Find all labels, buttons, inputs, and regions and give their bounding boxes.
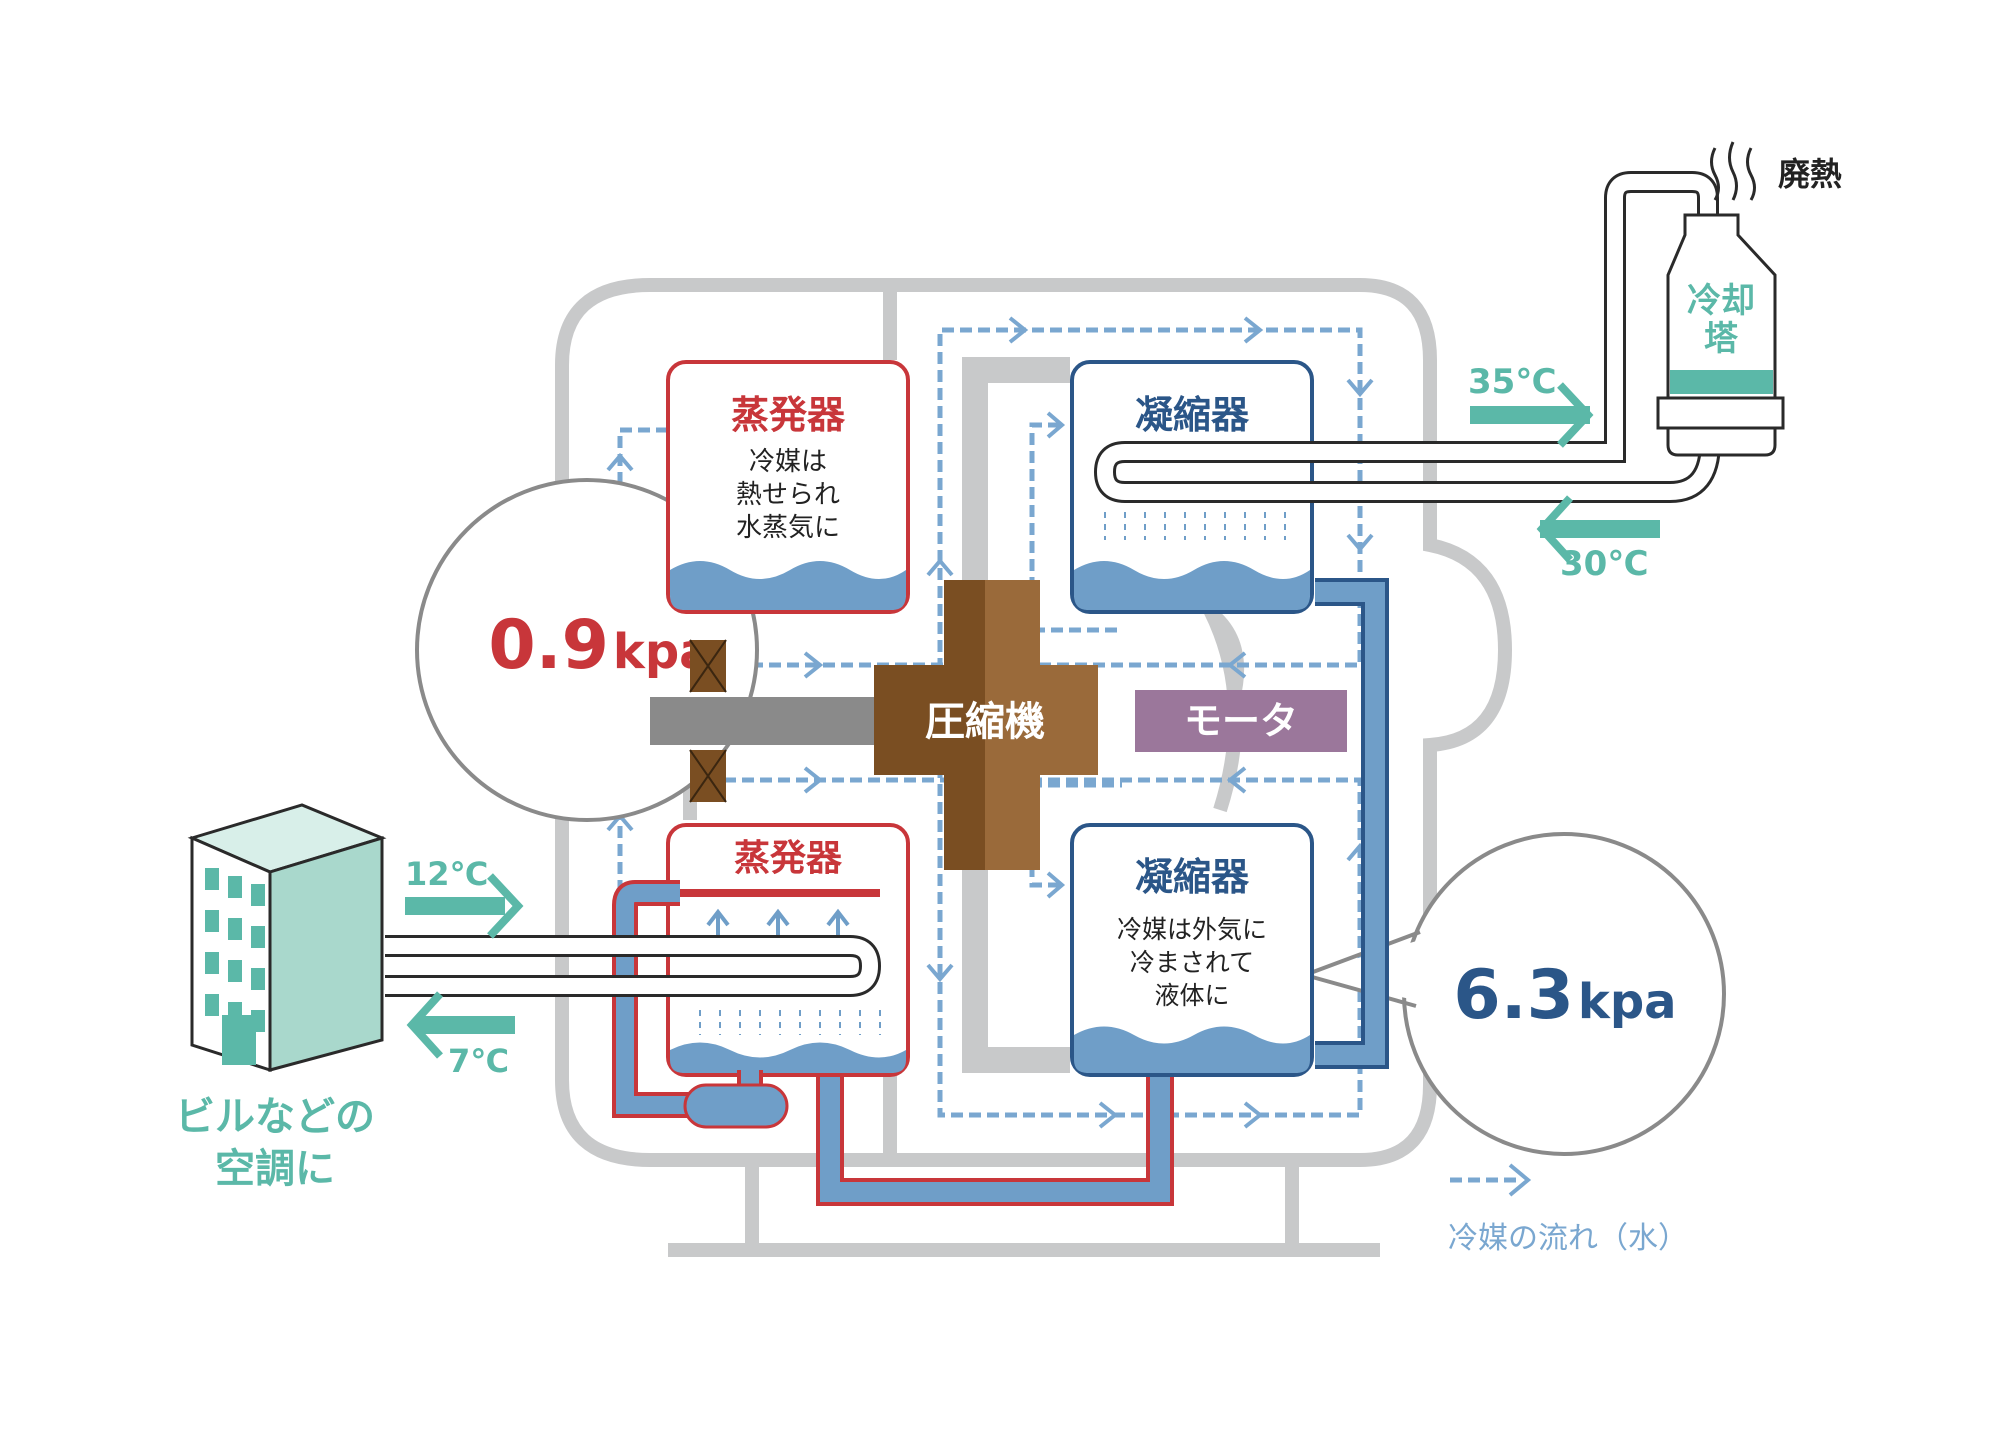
evaporator-top-desc1: 冷媒は <box>749 447 827 477</box>
evaporator-top-desc3: 水蒸気に <box>736 513 840 543</box>
temp-arrow-tower-in: 30℃ <box>1536 495 1660 584</box>
shaft <box>650 639 910 803</box>
motor: モータ <box>1135 690 1347 752</box>
compressor: 圧縮機 <box>874 580 1098 870</box>
motor-label: モータ <box>1184 699 1298 743</box>
condenser-bottom-desc3: 液体に <box>1154 981 1229 1010</box>
building-icon <box>187 803 387 1073</box>
temp-building-out: 12℃ <box>405 855 488 893</box>
compressor-label: 圧縮機 <box>925 699 1045 745</box>
temp-arrow-tower-out: 35℃ <box>1468 362 1594 448</box>
flow-arrowheads <box>606 316 1374 1129</box>
legend: 冷媒の流れ（水） <box>1448 1163 1688 1256</box>
cooling-tower-label1: 冷却 <box>1687 281 1755 321</box>
evaporator-top-title: 蒸発器 <box>731 393 846 437</box>
building-label-1: ビルなどの <box>175 1094 375 1140</box>
temp-arrow-building-out: 12℃ <box>405 855 524 939</box>
spray-nozzles <box>706 908 850 935</box>
return-pipe <box>816 1075 1174 1206</box>
cooling-tower: 冷却 塔 <box>1656 213 1785 457</box>
steam-icon <box>1710 141 1756 201</box>
exhaust-heat-label: 廃熱 <box>1778 155 1842 193</box>
chilled-water-loop <box>385 935 882 997</box>
evaporator-bottom-title: 蒸発器 <box>734 838 843 879</box>
pressure-high-unit: kpa <box>1578 974 1677 1030</box>
legend-label: 冷媒の流れ（水） <box>1448 1221 1688 1256</box>
support-legs <box>668 1160 1380 1257</box>
pump <box>683 1083 789 1129</box>
svg-text:0.9kpa: 0.9kpa <box>488 606 711 685</box>
cooling-water-loop <box>1093 171 1721 503</box>
condenser-top-title: 凝縮器 <box>1135 393 1250 437</box>
condenser-bottom-desc2: 冷まされて <box>1130 948 1254 977</box>
temp-tower-in: 30℃ <box>1560 544 1649 584</box>
condenser-bottom-title: 凝縮器 <box>1135 855 1250 899</box>
condensate-pipe <box>1315 578 1389 1069</box>
evaporator-top-desc2: 熱せられ <box>736 480 840 510</box>
pressure-high-value: 6.3 <box>1453 956 1573 1035</box>
temp-building-in: 7℃ <box>448 1042 509 1080</box>
condenser-bottom: 凝縮器 冷媒は外気に 冷まされて 液体に <box>1070 823 1314 1077</box>
evaporator-top: 蒸発器 冷媒は 熱せられ 水蒸気に <box>666 360 910 614</box>
condenser-bottom-desc1: 冷媒は外気に <box>1117 915 1267 944</box>
temp-tower-out: 35℃ <box>1468 362 1557 402</box>
pressure-low-value: 0.9 <box>488 606 608 685</box>
building-label-2: 空調に <box>215 1146 335 1192</box>
cooling-tower-label2: 塔 <box>1704 319 1739 359</box>
temp-arrow-building-in: 7℃ <box>406 991 515 1080</box>
svg-text:6.3kpa: 6.3kpa <box>1453 956 1676 1035</box>
